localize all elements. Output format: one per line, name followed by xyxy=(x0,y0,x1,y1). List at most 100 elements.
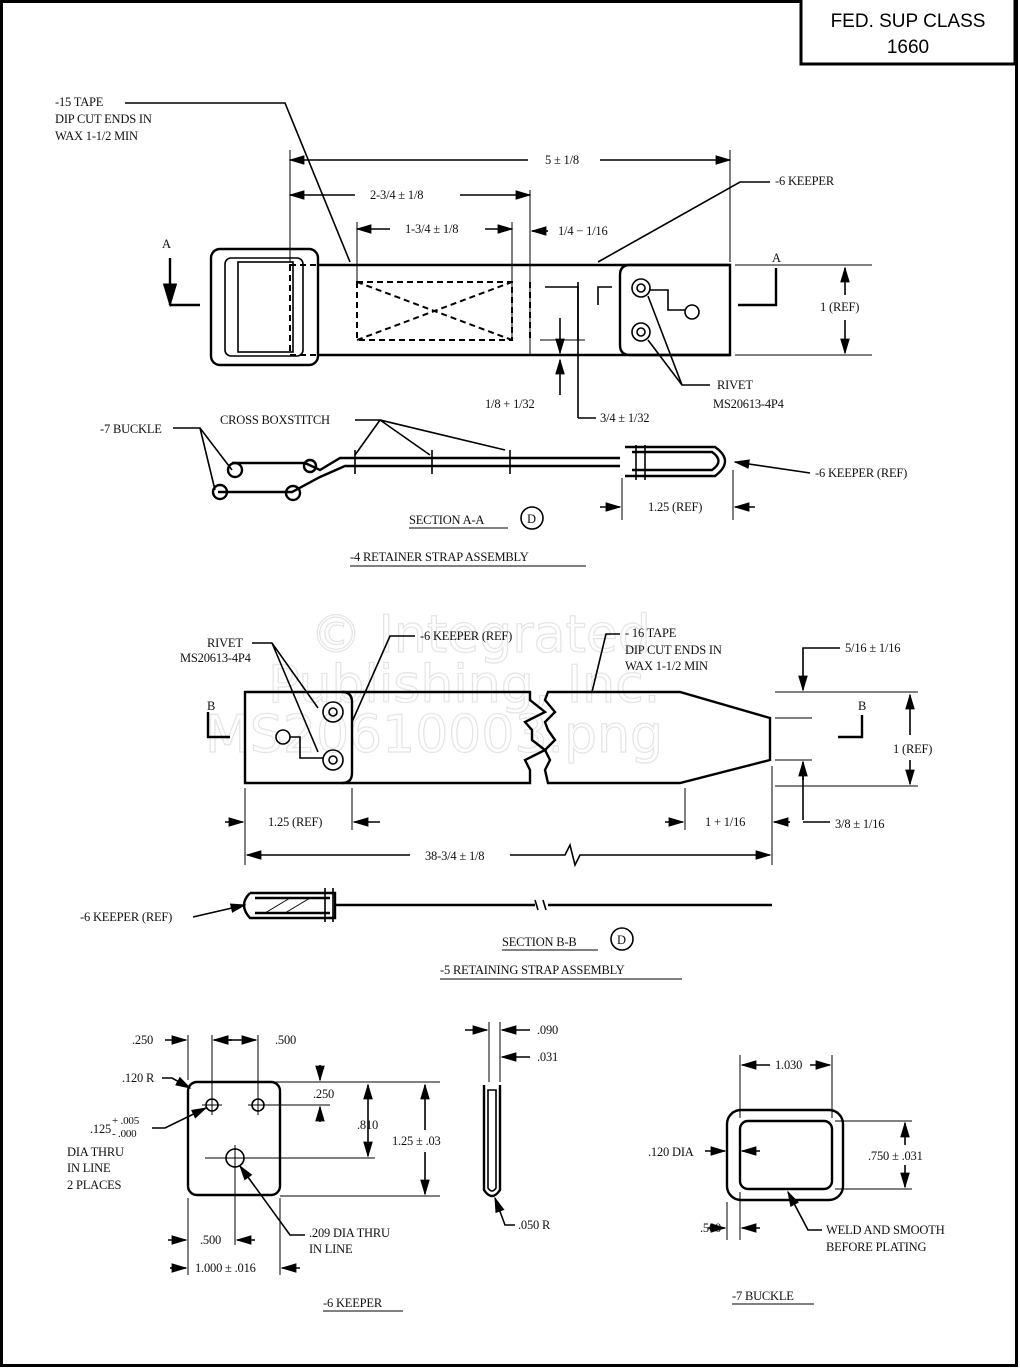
drawing-line xyxy=(289,264,319,356)
label-keeper-hole-dim: .125 xyxy=(90,1122,111,1136)
label-retainer-strap-tape-note-1: DIP CUT ENDS IN xyxy=(55,112,152,126)
label-keeper-hole-209-0: .209 DIA THRU xyxy=(309,1226,390,1240)
drawing-line xyxy=(202,1095,375,1170)
title-box: FED. SUP CLASS 1660 xyxy=(799,0,1017,66)
drawing-line xyxy=(738,268,778,307)
retainer-strap-assembly: -15 TAPE DIP CUT ENDS IN WAX 1-1/2 MIN 5… xyxy=(55,95,907,567)
buckle-bar-icon xyxy=(211,483,229,501)
label-retaining-strap-dim-3-8: 3/8 ± 1/16 xyxy=(835,817,884,831)
drawing-line xyxy=(733,459,811,474)
label-retainer-strap-keeper-label: -6 KEEPER xyxy=(775,174,835,188)
label-title-box-line2: 1660 xyxy=(887,37,929,58)
label-retainer-strap-dim-1-4: 1/4 − 1/16 xyxy=(558,224,608,238)
drawing-line xyxy=(494,1196,515,1226)
label-keeper-hole-209-1: IN LINE xyxy=(309,1242,353,1256)
label-retaining-strap-rivet-note-1: MS20613-4P4 xyxy=(180,651,252,665)
watermark: © Integrated Publishing, Inc. MS20610003… xyxy=(204,604,663,765)
drawing-line xyxy=(799,0,1017,66)
buckle-outer xyxy=(725,1108,845,1202)
drawing-line xyxy=(328,707,338,717)
drawing-line xyxy=(152,1107,208,1129)
label-retaining-strap-tape-note-2: WAX 1-1/2 MIN xyxy=(625,659,708,673)
label-watermark-line3: MS20610003.png xyxy=(205,705,663,765)
label-retaining-strap-section-mark: B xyxy=(207,699,215,713)
label-buckle-dim-1030: 1.030 xyxy=(775,1058,802,1072)
label-retaining-strap-rivet-note-0: RIVET xyxy=(207,636,243,650)
label-retaining-strap-assembly-title: -5 RETAINING STRAP ASSEMBLY xyxy=(440,963,625,977)
drawing-line xyxy=(351,635,415,723)
drawing-line xyxy=(787,1190,822,1231)
keeper-plate xyxy=(186,1080,282,1197)
strap-right-piece xyxy=(543,690,772,785)
drawing-line xyxy=(510,842,772,868)
label-retainer-strap-section-title: SECTION A-A xyxy=(409,513,484,527)
label-keeper-hole-note-0: DIA THRU xyxy=(67,1145,124,1159)
retaining-strap-assembly: RIVET MS20613-4P4 -6 KEEPER (REF) - 16 T… xyxy=(80,626,932,980)
label-retaining-strap-tape-note-0: - 16 TAPE xyxy=(625,626,677,640)
label-buckle-title: -7 BUCKLE xyxy=(732,1289,794,1303)
buckle-inner xyxy=(738,1119,834,1191)
strap-outline xyxy=(318,263,732,357)
keeper-side-view xyxy=(625,445,727,478)
detail-marker xyxy=(610,927,634,951)
label-keeper-dim-810: .810 xyxy=(357,1118,378,1132)
drawing-line xyxy=(237,261,294,353)
keeper-detail: .250 .500 .120 R .250 .810 1.25 ± .03 .1… xyxy=(67,1022,558,1312)
label-retainer-strap-assembly-title: -4 RETAINER STRAP ASSEMBLY xyxy=(350,550,529,564)
label-keeper-hole-note-2: 2 PLACES xyxy=(67,1178,122,1192)
drawing-line xyxy=(636,327,646,337)
buckle-bar-icon xyxy=(226,461,244,479)
drawing-line xyxy=(162,1076,192,1089)
boxstitch xyxy=(356,281,513,341)
label-retainer-strap-dim-overall: 5 ± 1/8 xyxy=(545,153,579,167)
label-retaining-strap-dim-width: 1 (REF) xyxy=(893,742,932,756)
label-retaining-strap-keeper-ref: -6 KEEPER (REF) xyxy=(420,629,512,643)
drawing-line xyxy=(650,289,685,311)
drawing-line xyxy=(252,642,319,753)
label-retaining-strap-keeper-ref-side: -6 KEEPER (REF) xyxy=(80,910,172,924)
label-retainer-strap-dim-1-3-4: 1-3/4 ± 1/8 xyxy=(405,222,458,236)
buckle-outline xyxy=(209,247,320,367)
drawing-line xyxy=(224,257,304,357)
rivet-icon xyxy=(322,701,344,723)
drawing-line xyxy=(290,736,323,759)
strap-side-view xyxy=(218,456,620,494)
label-buckle-dim-500: .500 xyxy=(700,1221,721,1235)
label-watermark-line1: © Integrated xyxy=(310,605,651,665)
drawing-line xyxy=(591,633,620,693)
label-retainer-strap-dim-width: 1 (REF) xyxy=(820,300,859,314)
rivet-icon xyxy=(631,278,651,298)
label-retaining-strap-section-title: SECTION B-B xyxy=(502,935,577,949)
label-retainer-strap-tape-note-0: -15 TAPE xyxy=(55,95,104,109)
label-keeper-dim-120r: .120 R xyxy=(122,1071,155,1085)
label-retainer-strap-dim-keeper: 1.25 (REF) xyxy=(648,500,702,514)
drawing-line xyxy=(534,899,547,911)
label-retainer-strap-tape-note-2: WAX 1-1/2 MIN xyxy=(55,129,138,143)
label-keeper-dim-125: 1.25 ± .03 xyxy=(392,1134,441,1148)
label-retainer-strap-rivet-note-1: MS20613-4P4 xyxy=(713,397,785,411)
label-keeper-dim-090: .090 xyxy=(537,1023,558,1037)
drawing-line xyxy=(170,258,200,305)
label-retaining-strap-tape-note-1: DIP CUT ENDS IN xyxy=(625,643,722,657)
keeper-side-profile xyxy=(482,1085,502,1198)
label-retainer-strap-dim-3-4: 3/4 ± 1/32 xyxy=(600,411,649,425)
drawing-line xyxy=(173,427,233,491)
label-keeper-dim-500-a: .500 xyxy=(275,1033,296,1047)
label-retainer-strap-section-mark: A xyxy=(162,237,171,251)
label-retaining-strap-detail-letter: D xyxy=(617,933,626,947)
label-keeper-dim-050r: .050 R xyxy=(518,1218,551,1232)
label-retaining-strap-section-mark: B xyxy=(858,699,866,713)
label-retaining-strap-dim-5-16: 5/16 ± 1/16 xyxy=(845,641,900,655)
keeper-outline xyxy=(341,690,354,785)
label-retainer-strap-dim-1-8: 1/8 + 1/32 xyxy=(485,397,535,411)
label-buckle-dim-750: .750 ± .031 xyxy=(868,1149,923,1163)
label-buckle-weld-note-1: BEFORE PLATING xyxy=(826,1240,927,1254)
drawing-line xyxy=(264,897,311,914)
label-keeper-dim-500-b: .500 xyxy=(200,1233,221,1247)
buckle-detail: 1.030 .120 DIA .750 ± .031 .500 WELD AND… xyxy=(648,1055,945,1305)
drawing-line xyxy=(125,102,351,263)
label-retaining-strap-dim-keeper: 1.25 (REF) xyxy=(268,815,322,829)
drawing-line xyxy=(356,281,513,341)
